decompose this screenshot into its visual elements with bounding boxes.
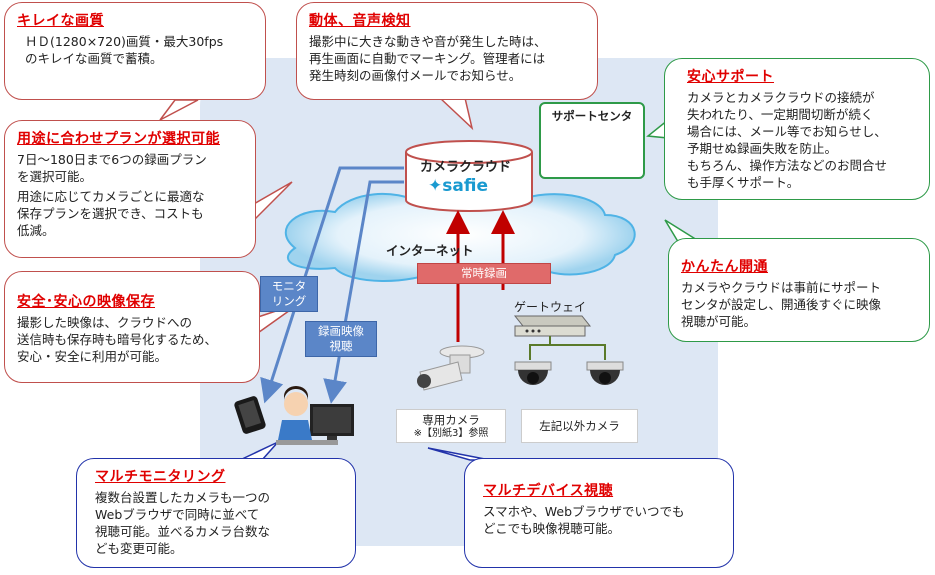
callout-detect-title: 動体、音声検知 [309,13,411,29]
safie-logo-text: safie [442,176,488,196]
callout-support-text: カメラとカメラクラウドの接続が失われたり、一定期間切断が続く場合には、メール等で… [687,90,888,190]
plan-callout-tail [251,181,293,224]
callout-secure-title: 安全･安心の映像保存 [17,294,155,310]
callout-plan: 用途に合わせプランが選択可能 7日～180日まで6つの録画プランを選択可能。 用… [4,120,256,258]
callout-detect-text: 撮影中に大きな動きや音が発生した時は、再生画面に自動でマーキング。管理者には発生… [309,34,547,83]
quality-callout-tail [159,99,199,121]
callout-support: 安心サポート カメラとカメラクラウドの接続が失われたり、一定期間切断が続く場合に… [664,58,930,200]
gateway-device [513,315,592,337]
callout-plan-text-2: 用途に応じてカメラごとに最適な保存プランを選択でき、コストも低減。 [17,189,205,238]
operator-with-pc [276,386,354,445]
recording-tag: 常時録画 [417,263,551,284]
internet-cloud [284,187,636,282]
monitoring-arrow [260,166,404,404]
dome-camera-1 [514,361,552,385]
callout-secure-text: 撮影した映像は、クラウドへの送信時も保存時も暗号化するため、安心・安全に利用が可… [17,315,218,364]
callout-easy: かんたん開通 カメラやクラウドは事前にサポートセンタが設定し、開通後すぐに映像視… [668,238,930,342]
callout-secure: 安全･安心の映像保存 撮影した映像は、クラウドへの送信時も保存時も暗号化するため… [4,271,260,383]
playback-tag-line1: 録画映像 [318,324,364,338]
callout-plan-title: 用途に合わせプランが選択可能 [17,131,220,147]
playback-tag-line2: 視聴 [329,339,353,353]
callout-easy-text: カメラやクラウドは事前にサポートセンタが設定し、開通後すぐに映像視聴が可能。 [681,280,882,329]
safie-leaf-icon: ✦ [428,176,443,196]
playback-tag: 録画映像 視聴 [305,321,377,357]
dedicated-camera-label: 専用カメラ [422,413,480,427]
monitoring-tag-line2: リング [271,294,307,308]
gateway-label: ゲートウェイ [514,300,587,314]
detect-callout-tail [438,97,474,131]
dome-camera-2 [586,361,624,385]
gateway-cable [529,336,551,360]
other-camera-label: 左記以外カメラ [539,419,620,433]
dedicated-camera-box: 専用カメラ ※【別紙3】参照 [396,409,506,443]
callout-plan-text-1: 7日～180日まで6つの録画プランを選択可能。 [17,152,207,184]
internet-label: インターネット [386,243,474,258]
monitoring-tag: モニタ リング [260,276,318,312]
dedicated-camera [417,345,485,391]
callout-easy-title: かんたん開通 [681,259,768,275]
callout-detect: 動体、音声検知 撮影中に大きな動きや音が発生した時は、再生画面に自動でマーキング… [296,2,598,100]
callout-multidev: マルチデバイス視聴 スマホや、Webブラウザでいつでもどこでも映像視聴可能。 [464,458,734,568]
callout-multidev-title: マルチデバイス視聴 [483,483,614,499]
callout-multimon-title: マルチモニタリング [95,469,226,485]
support-center-box: サポートセンタ [539,102,645,179]
callout-multidev-text: スマホや、Webブラウザでいつでもどこでも映像視聴可能。 [483,504,685,536]
smartphone [234,396,266,434]
camera-cloud-label: カメラクラウド [420,160,512,175]
callout-quality-title: キレイな画質 [17,13,104,29]
other-camera-box: 左記以外カメラ [521,409,638,443]
support-center-label: サポートセンタ [551,109,633,123]
dedicated-camera-note: ※【別紙3】参照 [413,428,489,439]
monitoring-tag-line1: モニタ [271,279,307,293]
callout-support-title: 安心サポート [687,69,774,85]
safie-logo: ✦safie [428,176,488,196]
